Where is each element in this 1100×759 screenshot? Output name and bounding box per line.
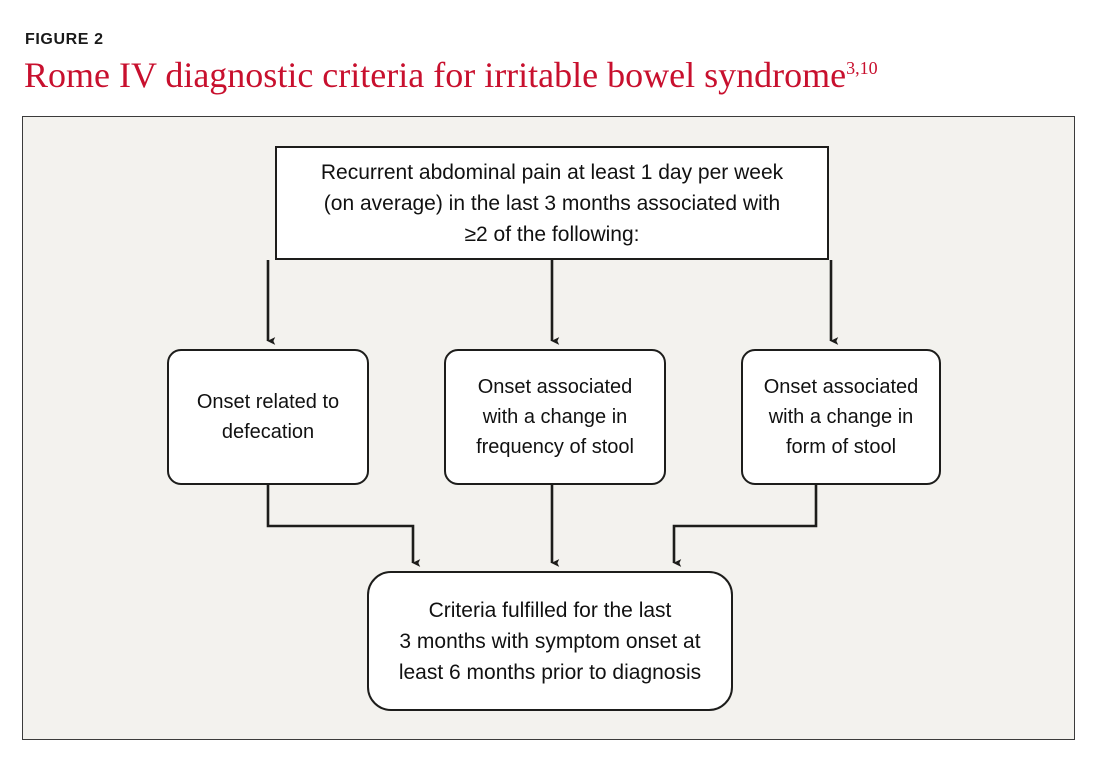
- node-criteria-fulfilled: Criteria fulfilled for the last 3 months…: [367, 571, 733, 711]
- flowchart-connectors: [266, 260, 839, 567]
- figure-title: Rome IV diagnostic criteria for irritabl…: [24, 54, 878, 96]
- figure-frame: Recurrent abdominal pain at least 1 day …: [22, 116, 1075, 740]
- figure-label: FIGURE 2: [25, 31, 104, 48]
- figure-title-superscript: 3,10: [846, 58, 878, 78]
- node-onset-related-to-defecation-text: Onset related to defecation: [196, 391, 340, 443]
- node-criteria-fulfilled-text: Criteria fulfilled for the last 3 months…: [398, 598, 702, 684]
- edge-left-to-bottom: [266, 485, 421, 567]
- edge-right-to-bottom: [672, 485, 818, 567]
- node-recurrent-abdominal-pain-text: Recurrent abdominal pain at least 1 day …: [320, 160, 784, 246]
- node-onset-change-form-of-stool-text: Onset associated with a change in form o…: [763, 376, 919, 458]
- node-onset-change-frequency-of-stool: Onset associated with a change in freque…: [444, 349, 666, 485]
- node-onset-change-frequency-of-stool-text: Onset associated with a change in freque…: [476, 376, 634, 458]
- node-onset-change-form-of-stool: Onset associated with a change in form o…: [741, 349, 941, 485]
- node-onset-related-to-defecation: Onset related to defecation: [167, 349, 369, 485]
- figure-title-text: Rome IV diagnostic criteria for irritabl…: [24, 55, 847, 95]
- node-recurrent-abdominal-pain: Recurrent abdominal pain at least 1 day …: [275, 146, 829, 260]
